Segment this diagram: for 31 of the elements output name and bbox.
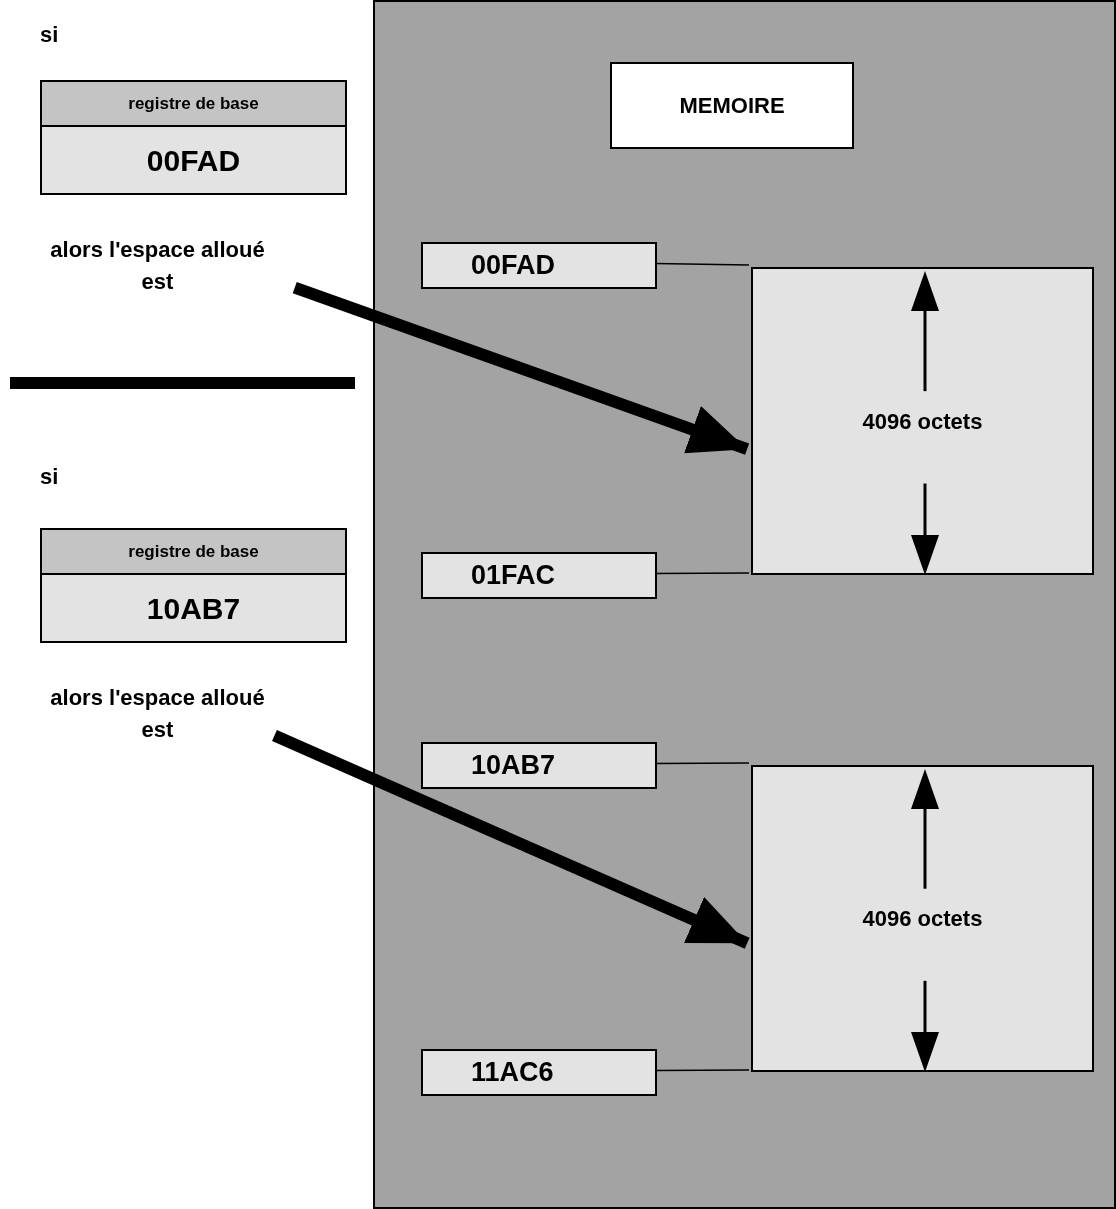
- memory-block: [751, 765, 1094, 1072]
- register-label: registre de base: [128, 540, 259, 563]
- register-box: [40, 528, 347, 643]
- address-value: 10AB7: [471, 749, 556, 783]
- register-label: registre de base: [128, 92, 259, 115]
- register-value: 10AB7: [146, 590, 241, 627]
- arrow: [272, 730, 750, 949]
- connector-line: [654, 762, 750, 765]
- connector-line: [654, 262, 750, 266]
- register-box: [40, 80, 347, 195]
- address-value: 11AC6: [471, 1056, 554, 1090]
- memory-title: MEMOIRE: [679, 92, 785, 120]
- note-text: alors l'espace alloué est: [49, 236, 266, 296]
- memory-block: [751, 267, 1094, 575]
- connector-line: [654, 1069, 750, 1072]
- condition-label: si: [40, 21, 59, 49]
- memory-title-box: [610, 62, 854, 149]
- register-value: 00FAD: [146, 142, 241, 179]
- address-value: 00FAD: [471, 249, 556, 283]
- note-text: alors l'espace alloué est: [49, 684, 266, 744]
- arrow: [292, 281, 750, 455]
- size-label: 4096 octets: [862, 407, 983, 436]
- address-box: [421, 242, 657, 289]
- address-box: [421, 1049, 657, 1096]
- condition-label: si: [40, 463, 59, 491]
- connector-line: [654, 572, 750, 575]
- address-value: 01FAC: [471, 559, 556, 593]
- address-box: [421, 742, 657, 789]
- address-box: [421, 552, 657, 599]
- size-label: 4096 octets: [862, 905, 983, 933]
- memory-panel: [373, 0, 1116, 1209]
